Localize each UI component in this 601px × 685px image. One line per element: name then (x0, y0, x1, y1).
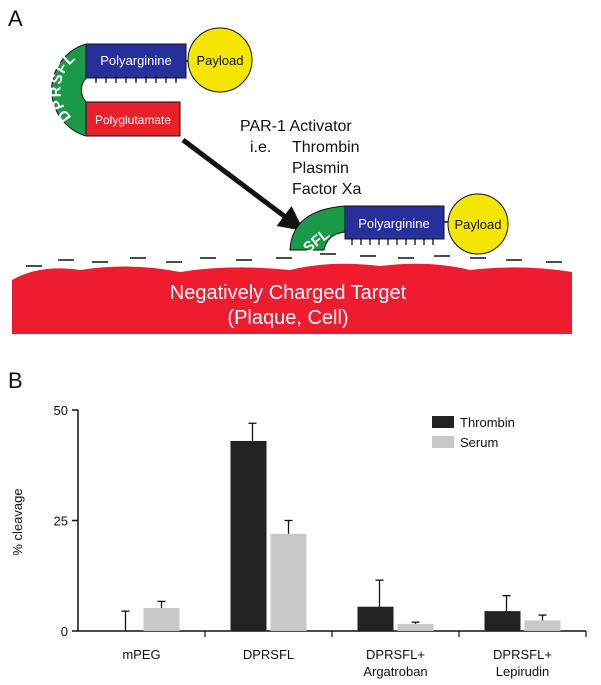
x-tick-label: Lepirudin (496, 664, 550, 679)
cleavage-arrow (181, 138, 304, 232)
bar-thrombin (230, 440, 267, 631)
polyarginine-label: Polyarginine (100, 53, 172, 68)
bar-thrombin (484, 611, 521, 631)
polyarginine-bound-label: Polyarginine (358, 216, 430, 231)
panel-b-label: B (8, 368, 23, 393)
x-tick-label: DPRSFL+ (493, 647, 552, 662)
payload-bound (447, 193, 509, 255)
target-label-line2: (Plaque, Cell) (227, 307, 348, 329)
y-tick-label: 25 (54, 514, 68, 529)
polyarginine-bound-charges (351, 238, 434, 245)
activator-item-thrombin: Thrombin (292, 139, 360, 156)
bar-serum (397, 623, 434, 631)
bar-serum (270, 533, 307, 631)
activator-title: PAR-1 Activator (240, 118, 352, 135)
payload-top (187, 27, 253, 93)
y-tick-label: 0 (61, 624, 68, 639)
x-tick-label: Argatroban (363, 664, 427, 679)
legend-swatch (432, 416, 454, 428)
x-tick-label: DPRSFL+ (366, 647, 425, 662)
polyglutamate-block (85, 101, 181, 137)
target-label-line1: Negatively Charged Target (170, 282, 407, 304)
payload-bound-label: Payload (455, 217, 502, 232)
polyarginine-charges-top (95, 76, 177, 83)
sfl-fragment (289, 205, 346, 251)
y-tick-label: 50 (54, 403, 68, 418)
bar-thrombin (357, 606, 394, 631)
activator-item-factor-xa: Factor Xa (292, 181, 361, 198)
payload-top-label: Payload (197, 53, 244, 68)
legend-swatch (432, 436, 454, 448)
negatively-charged-target (12, 263, 572, 334)
x-tick-label: mPEG (122, 647, 160, 662)
x-tick-label: DPRSFL (243, 647, 294, 662)
bar-chart: 0 25 50 mPEG DPRSFL DPRSFL+ Argatroban DPRSFL+ L… (54, 403, 587, 679)
legend-label: Serum (460, 435, 498, 450)
activator-item-plasmin: Plasmin (292, 160, 349, 177)
bar-serum (143, 608, 180, 631)
activator-prefix: i.e. (250, 139, 271, 156)
legend-label: Thrombin (460, 415, 515, 430)
polyglutamate-label: Polyglutamate (95, 113, 171, 127)
y-axis-title: % cleavage (10, 488, 25, 555)
surface-negative-charges (26, 253, 562, 267)
panel-a-label: A (8, 6, 23, 31)
dprsfl-ring (51, 43, 87, 137)
polyarginine-block (85, 43, 187, 79)
polyarginine-bound-block (344, 205, 445, 240)
bar-serum (524, 620, 561, 631)
